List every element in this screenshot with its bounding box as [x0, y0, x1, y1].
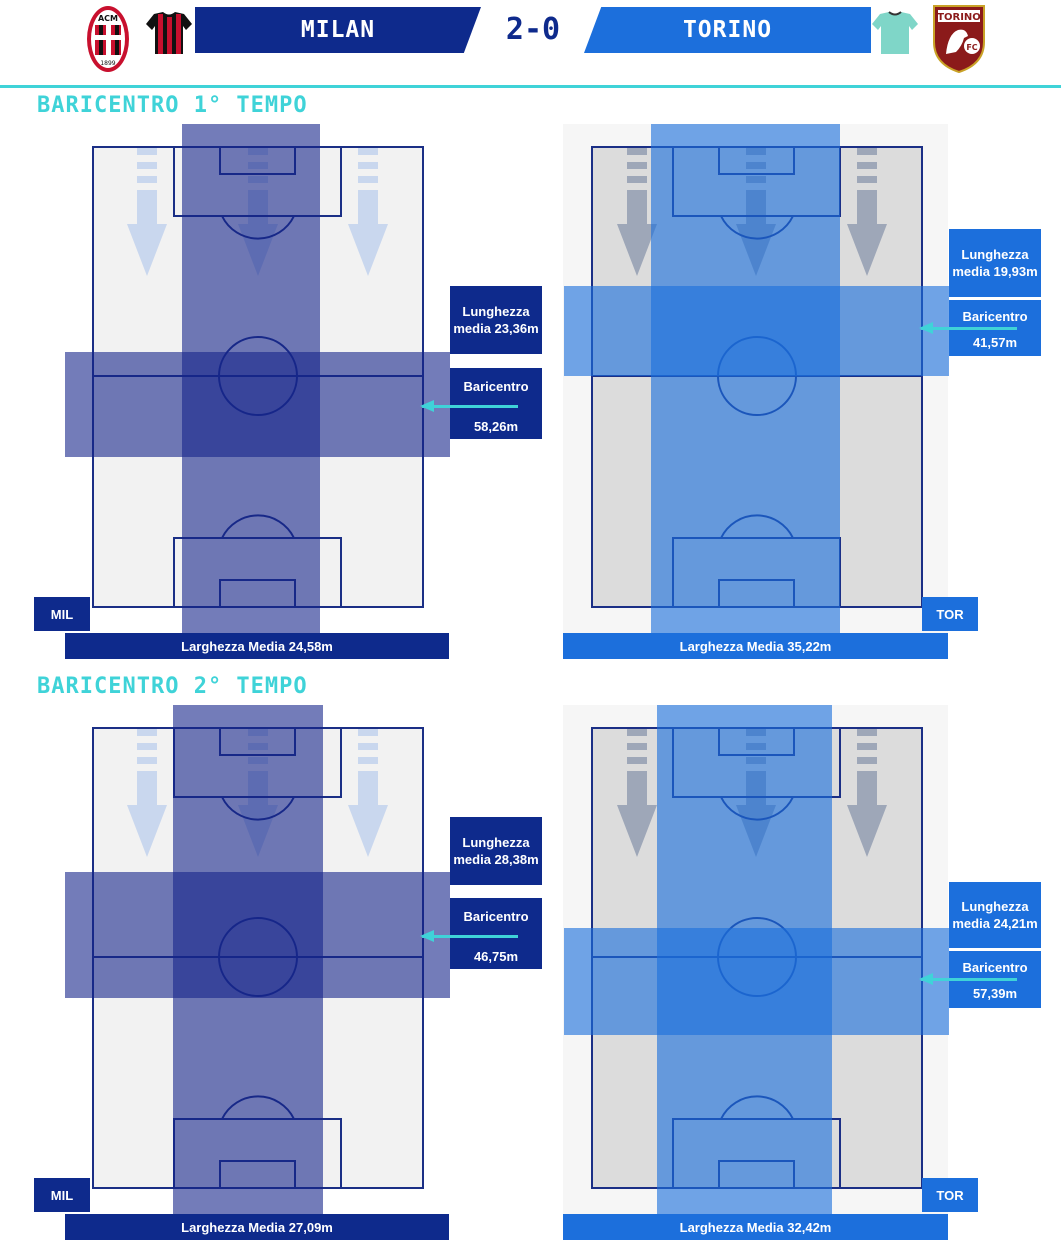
milan-first-half-pitch [65, 124, 450, 634]
length-label: Lunghezza [462, 304, 530, 319]
milan-team-tag: MIL [34, 1178, 90, 1212]
torino-first-half-pitch [563, 124, 949, 634]
length-label: Lunghezza [462, 835, 530, 850]
torino-first-half-baricentro-box: Baricentro 41,57m [919, 300, 1041, 356]
milan-first-half-width-bar: Larghezza Media 24,58m [65, 633, 449, 659]
baricentro-value: 41,57m [972, 335, 1018, 350]
baricentro-arrow-icon [422, 935, 518, 938]
torino-second-half-length-box: Lunghezza media 24,21m [949, 882, 1041, 948]
baricentro-arrow-icon [422, 405, 518, 408]
match-score: 2-0 [505, 12, 561, 47]
baricentro-value: 46,75m [473, 949, 519, 964]
length-value: media 19,93m [952, 264, 1038, 279]
torino-team-tag: TOR [922, 597, 978, 631]
away-team-name: TORINO [584, 7, 871, 53]
baricentro-label: Baricentro [962, 309, 1028, 324]
baricentro-label: Baricentro [962, 960, 1028, 975]
torino-second-half-pitch [563, 705, 949, 1215]
torino-crest-icon: TORINO FC [933, 5, 985, 74]
length-value: media 23,36m [453, 321, 539, 336]
arrowhead-icon [919, 973, 933, 985]
arrowhead-icon [919, 322, 933, 334]
arrowhead-icon [420, 400, 434, 412]
milan-second-half-baricentro-box: Baricentro 46,75m [420, 898, 542, 969]
section-title-second-half: BARICENTRO 2° TEMPO [37, 674, 308, 699]
length-value: media 24,21m [952, 916, 1038, 931]
milan-crest-icon: ACM 1899 [87, 6, 129, 72]
baricentro-arrow-icon [921, 978, 1017, 981]
baricentro-arrow-icon [921, 327, 1017, 330]
baricentro-value: 58,26m [473, 419, 519, 434]
milan-second-half-length-box: Lunghezza media 28,38m [450, 817, 542, 885]
torino-team-tag: TOR [922, 1178, 978, 1212]
torino-shirt-icon [872, 11, 918, 54]
svg-text:1899: 1899 [100, 60, 115, 67]
milan-second-half-pitch [65, 705, 450, 1215]
milan-first-half-panel: Lunghezza media 23,36m Baricentro 58,26m… [34, 124, 554, 664]
svg-text:TORINO: TORINO [937, 12, 981, 23]
milan-first-half-length-box: Lunghezza media 23,36m [450, 286, 542, 354]
length-label: Lunghezza [961, 247, 1029, 262]
torino-second-half-baricentro-box: Baricentro 57,39m [919, 951, 1041, 1008]
torino-second-half-width-bar: Larghezza Media 32,42m [563, 1214, 948, 1240]
torino-first-half-panel: Lunghezza media 19,93m Baricentro 41,57m… [533, 124, 1053, 664]
svg-text:FC: FC [966, 43, 977, 52]
length-value: media 28,38m [453, 852, 539, 867]
milan-shirt-icon [146, 12, 192, 54]
baricentro-value: 57,39m [972, 986, 1018, 1001]
length-label: Lunghezza [961, 899, 1029, 914]
milan-second-half-width-bar: Larghezza Media 27,09m [65, 1214, 449, 1240]
baricentro-label: Baricentro [463, 379, 529, 394]
arrowhead-icon [420, 930, 434, 942]
torino-first-half-width-bar: Larghezza Media 35,22m [563, 633, 948, 659]
milan-team-tag: MIL [34, 597, 90, 631]
baricentro-label: Baricentro [463, 909, 529, 924]
milan-first-half-baricentro-box: Baricentro 58,26m [420, 368, 542, 439]
torino-first-half-length-box: Lunghezza media 19,93m [949, 229, 1041, 297]
header-divider [0, 85, 1061, 88]
milan-second-half-panel: Lunghezza media 28,38m Baricentro 46,75m… [34, 705, 554, 1245]
section-title-first-half: BARICENTRO 1° TEMPO [37, 93, 308, 118]
torino-second-half-panel: Lunghezza media 24,21m Baricentro 57,39m… [533, 705, 1053, 1245]
match-header: ACM 1899 MILAN 2-0 TORINO TORINO FC [0, 0, 1061, 86]
svg-text:ACM: ACM [98, 14, 118, 23]
home-team-name: MILAN [195, 7, 481, 53]
